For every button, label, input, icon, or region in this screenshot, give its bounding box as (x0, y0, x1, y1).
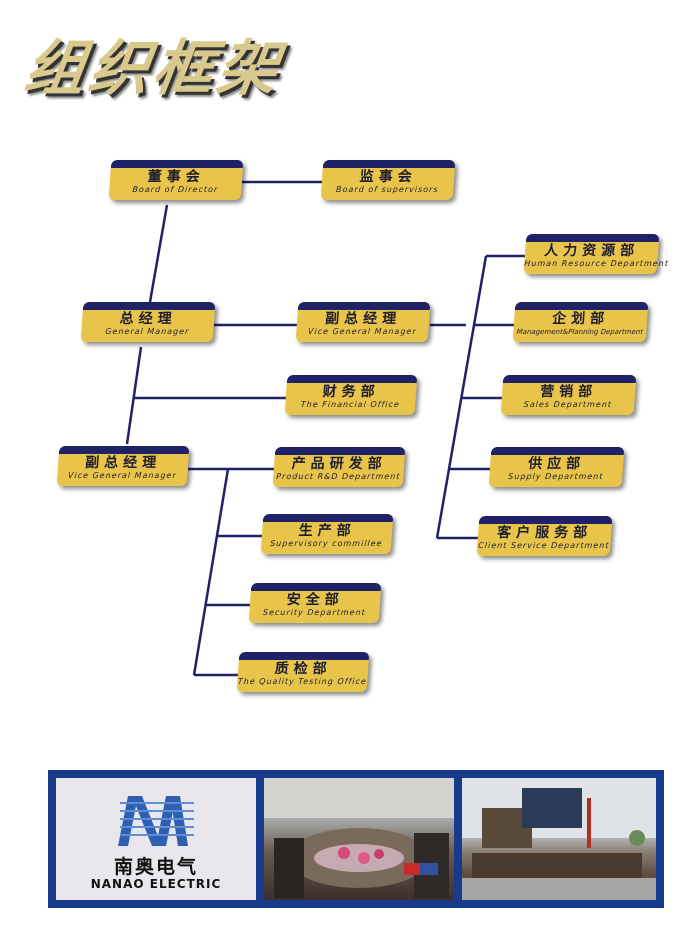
security-node: 安全部 Security Department (248, 583, 382, 623)
node-cn-label: 质检部 (274, 661, 333, 677)
general-manager-node: 总经理 General Manager (80, 302, 216, 342)
client-service-node: 客户服务部 Client Service Department (476, 516, 613, 556)
quality-testing-node: 质检部 The Quality Testing Office (236, 652, 370, 692)
node-en-label: Product R&D Department (275, 472, 401, 481)
node-cn-label: 副总经理 (84, 455, 162, 471)
logo-panel: 南奥电气 NANAO ELECTRIC (56, 778, 256, 900)
node-en-label: Supervisory commillee (269, 539, 383, 548)
sales-node: 营销部 Sales Department (500, 375, 637, 415)
logo-chinese-name: 南奥电气 (113, 856, 198, 878)
node-cn-label: 总经理 (119, 311, 178, 327)
production-node: 生产部 Supervisory commillee (260, 514, 394, 554)
node-cn-label: 产品研发部 (291, 456, 388, 472)
node-cn-label: 客户服务部 (496, 525, 593, 541)
rnd-node: 产品研发部 Product R&D Department (272, 447, 406, 487)
node-en-label: Sales Department (523, 400, 613, 409)
node-cn-label: 供应部 (527, 456, 586, 472)
node-cn-label: 安全部 (286, 592, 345, 608)
node-cn-label: 董事会 (147, 169, 206, 185)
human-resource-node: 人力资源部 Human Resource Department (523, 234, 670, 274)
nanao-logo-icon (118, 796, 194, 846)
node-cn-label: 人力资源部 (543, 243, 640, 259)
node-en-label: Management&Planning Department (516, 328, 644, 336)
office-photo (462, 778, 656, 900)
node-en-label: The Financial Office (300, 400, 401, 409)
vice-general-manager-1-node: 副总经理 Vice General Manager (295, 302, 431, 342)
node-en-label: Board of Director (132, 185, 219, 194)
node-cn-label: 生产部 (298, 523, 357, 539)
node-cn-label: 企划部 (551, 311, 610, 327)
company-banner: 南奥电气 NANAO ELECTRIC (48, 770, 664, 908)
node-cn-label: 监事会 (359, 169, 418, 185)
node-cn-label: 副总经理 (324, 311, 402, 327)
planning-node: 企划部 Management&Planning Department (512, 302, 649, 342)
board-of-supervisors-node: 监事会 Board of supervisors (320, 160, 456, 200)
meeting-photo (264, 778, 454, 900)
board-of-director-node: 董事会 Board of Director (108, 160, 244, 200)
node-cn-label: 财务部 (322, 384, 381, 400)
office-scene-image (462, 778, 656, 900)
node-en-label: Client Service Department (477, 541, 610, 550)
financial-office-node: 财务部 The Financial Office (284, 375, 418, 415)
node-en-label: Supply Department (507, 472, 604, 481)
logo-english-name: NANAO ELECTRIC (90, 877, 222, 891)
node-en-label: Vice General Manager (307, 327, 417, 336)
node-en-label: Security Department (262, 608, 367, 617)
node-en-label: Board of supervisors (335, 185, 439, 194)
node-en-label: Vice General Manager (67, 471, 177, 480)
node-cn-label: 营销部 (539, 384, 598, 400)
node-en-label: General Manager (104, 327, 190, 336)
supply-node: 供应部 Supply Department (488, 447, 625, 487)
meeting-scene-image (264, 778, 454, 898)
vice-general-manager-2-node: 副总经理 Vice General Manager (56, 446, 190, 486)
node-en-label: The Quality Testing Office (237, 677, 368, 686)
node-en-label: Human Resource Department (524, 259, 670, 268)
